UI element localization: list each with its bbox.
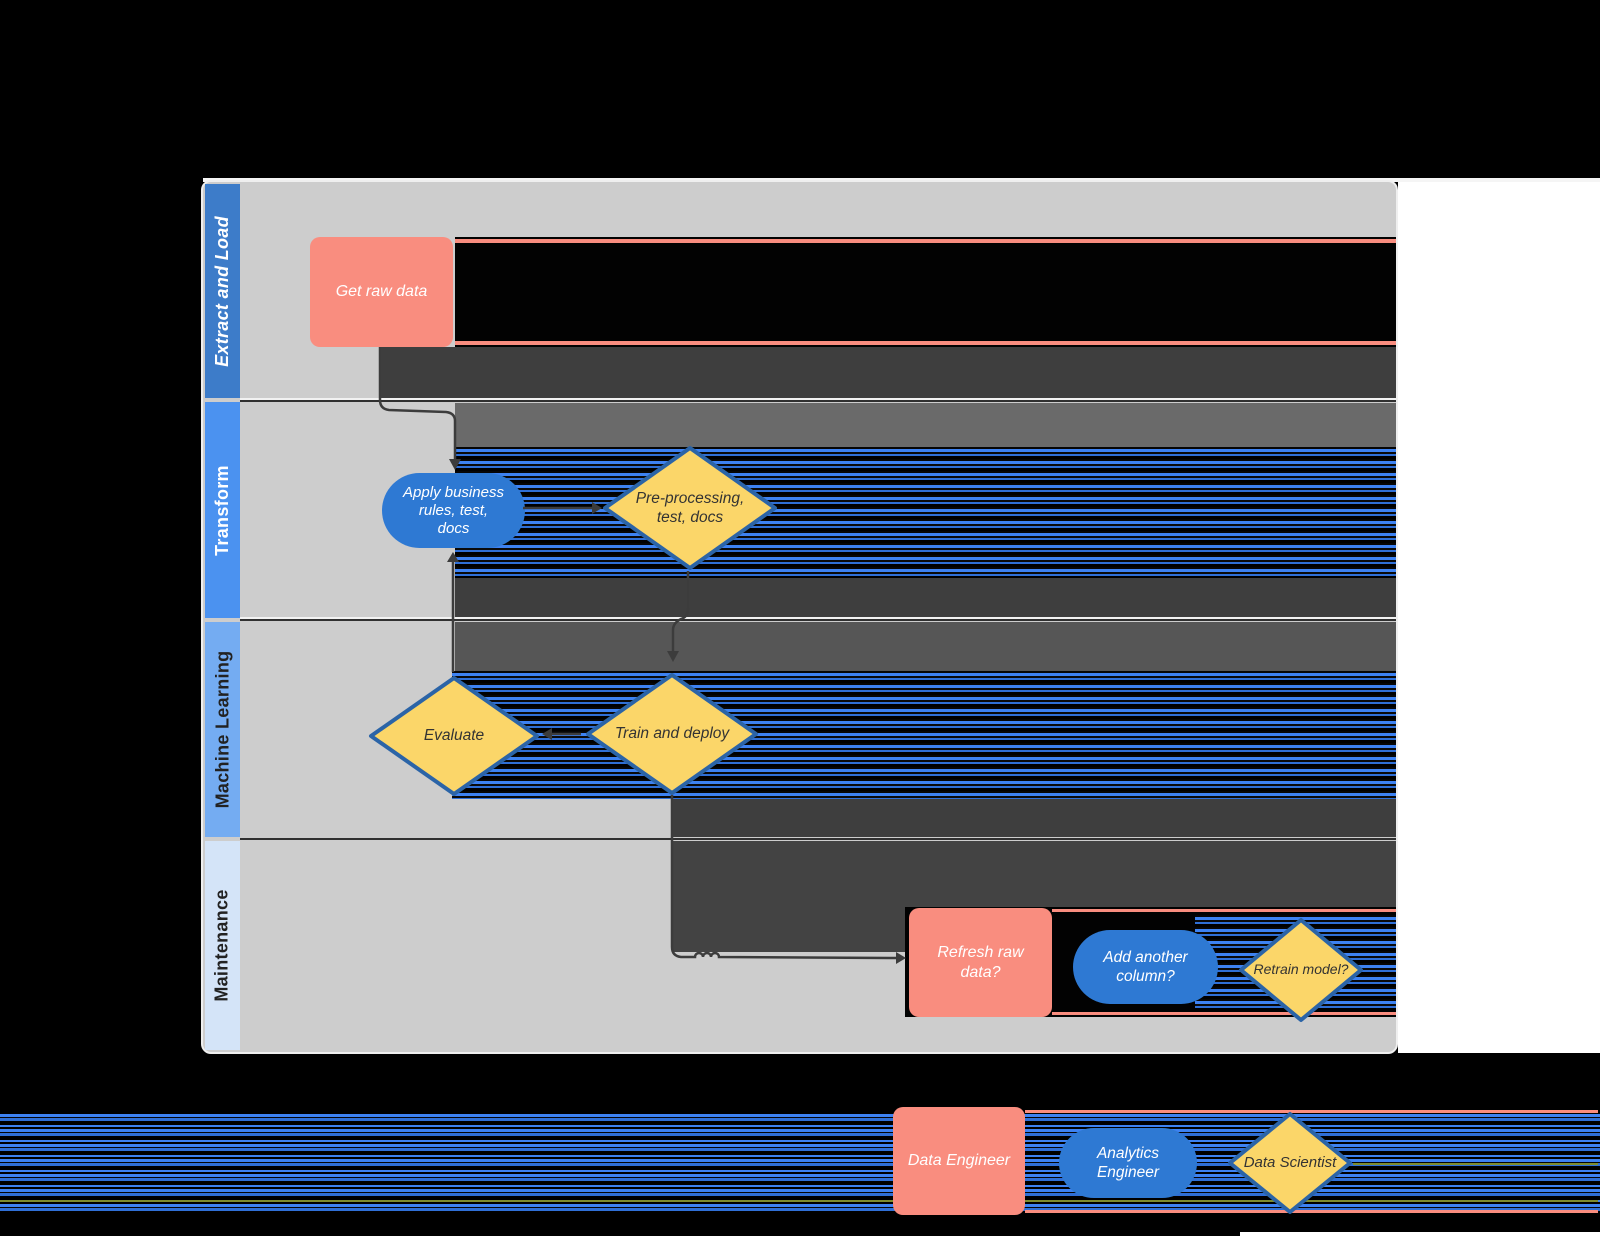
node-train-and-deploy[interactable]: Train and deploy xyxy=(585,672,759,796)
artifact-band xyxy=(672,907,905,952)
lane-boundary xyxy=(240,398,1396,400)
right-white-margin xyxy=(1398,182,1600,1053)
lane-label: Machine Learning xyxy=(212,650,233,809)
node-label: Train and deploy xyxy=(614,725,730,743)
diamond-shape xyxy=(603,446,777,570)
diamond-shape xyxy=(586,673,758,795)
artifact-band xyxy=(380,347,1396,398)
node-apply-business-rules[interactable]: Apply business rules, test, docs xyxy=(382,473,525,548)
lane-label: Extract and Load xyxy=(212,215,232,367)
artifact-band xyxy=(672,841,1396,907)
artifact-line xyxy=(1052,1012,1396,1015)
lane-boundary xyxy=(240,400,1396,402)
lane-boundary xyxy=(240,838,1396,840)
lane-boundary xyxy=(240,619,1396,621)
diamond-shape xyxy=(1239,918,1363,1022)
node-label: Add another column? xyxy=(1103,948,1188,985)
artifact-line xyxy=(455,341,1396,345)
diamond-shape xyxy=(1228,1112,1352,1214)
lane-header-extract-and-load: Extract and Load xyxy=(205,184,240,398)
legend-data-scientist: Data Scientist xyxy=(1227,1111,1353,1215)
lane-label: Maintenance xyxy=(212,889,232,1002)
artifact-line xyxy=(455,239,1396,243)
lane-label: Transform xyxy=(212,464,233,556)
diamond-shape xyxy=(369,676,539,796)
legend-label: Data Engineer xyxy=(907,1152,1011,1169)
node-label: Get raw data xyxy=(335,283,428,300)
artifact-band xyxy=(672,799,1396,837)
node-get-raw-data[interactable]: Get raw data xyxy=(310,237,453,347)
artifact-line xyxy=(1353,1163,1598,1165)
legend-analytics-engineer: Analytics Engineer xyxy=(1059,1128,1197,1198)
artifact-band xyxy=(455,237,1396,347)
legend-data-engineer: Data Engineer xyxy=(893,1107,1025,1215)
legend-label: Analytics Engineer xyxy=(1096,1144,1160,1181)
node-label: Pre-processing, test, docs xyxy=(635,489,745,526)
node-preprocessing[interactable]: Pre-processing, test, docs xyxy=(602,445,778,571)
artifact-band xyxy=(455,578,1396,618)
lane-boundary xyxy=(240,617,1396,619)
node-label: Evaluate xyxy=(423,727,485,745)
legend-label: Data Scientist xyxy=(1243,1153,1337,1171)
artifact-band xyxy=(455,403,1396,447)
node-label: Apply business rules, test, docs xyxy=(403,483,504,537)
node-evaluate[interactable]: Evaluate xyxy=(368,675,540,797)
node-label: Retrain model? xyxy=(1253,961,1349,978)
artifact-line xyxy=(1025,1110,1598,1113)
lane-header-machine-learning: Machine Learning xyxy=(205,622,240,837)
artifact-stripes xyxy=(455,447,1396,578)
lane-header-transform: Transform xyxy=(205,402,240,618)
node-add-another-column[interactable]: Add another column? xyxy=(1073,930,1218,1004)
bottom-edge-line xyxy=(1240,1232,1600,1236)
artifact-band xyxy=(455,622,1396,671)
node-refresh-raw-data[interactable]: Refresh raw data? xyxy=(909,908,1052,1017)
artifact-line xyxy=(1025,1210,1598,1213)
artifact-line xyxy=(1052,909,1396,912)
node-retrain-model[interactable]: Retrain model? xyxy=(1238,917,1364,1023)
artifact-line xyxy=(0,1200,1598,1202)
lane-header-maintenance: Maintenance xyxy=(205,841,240,1050)
node-label: Refresh raw data? xyxy=(937,943,1024,981)
